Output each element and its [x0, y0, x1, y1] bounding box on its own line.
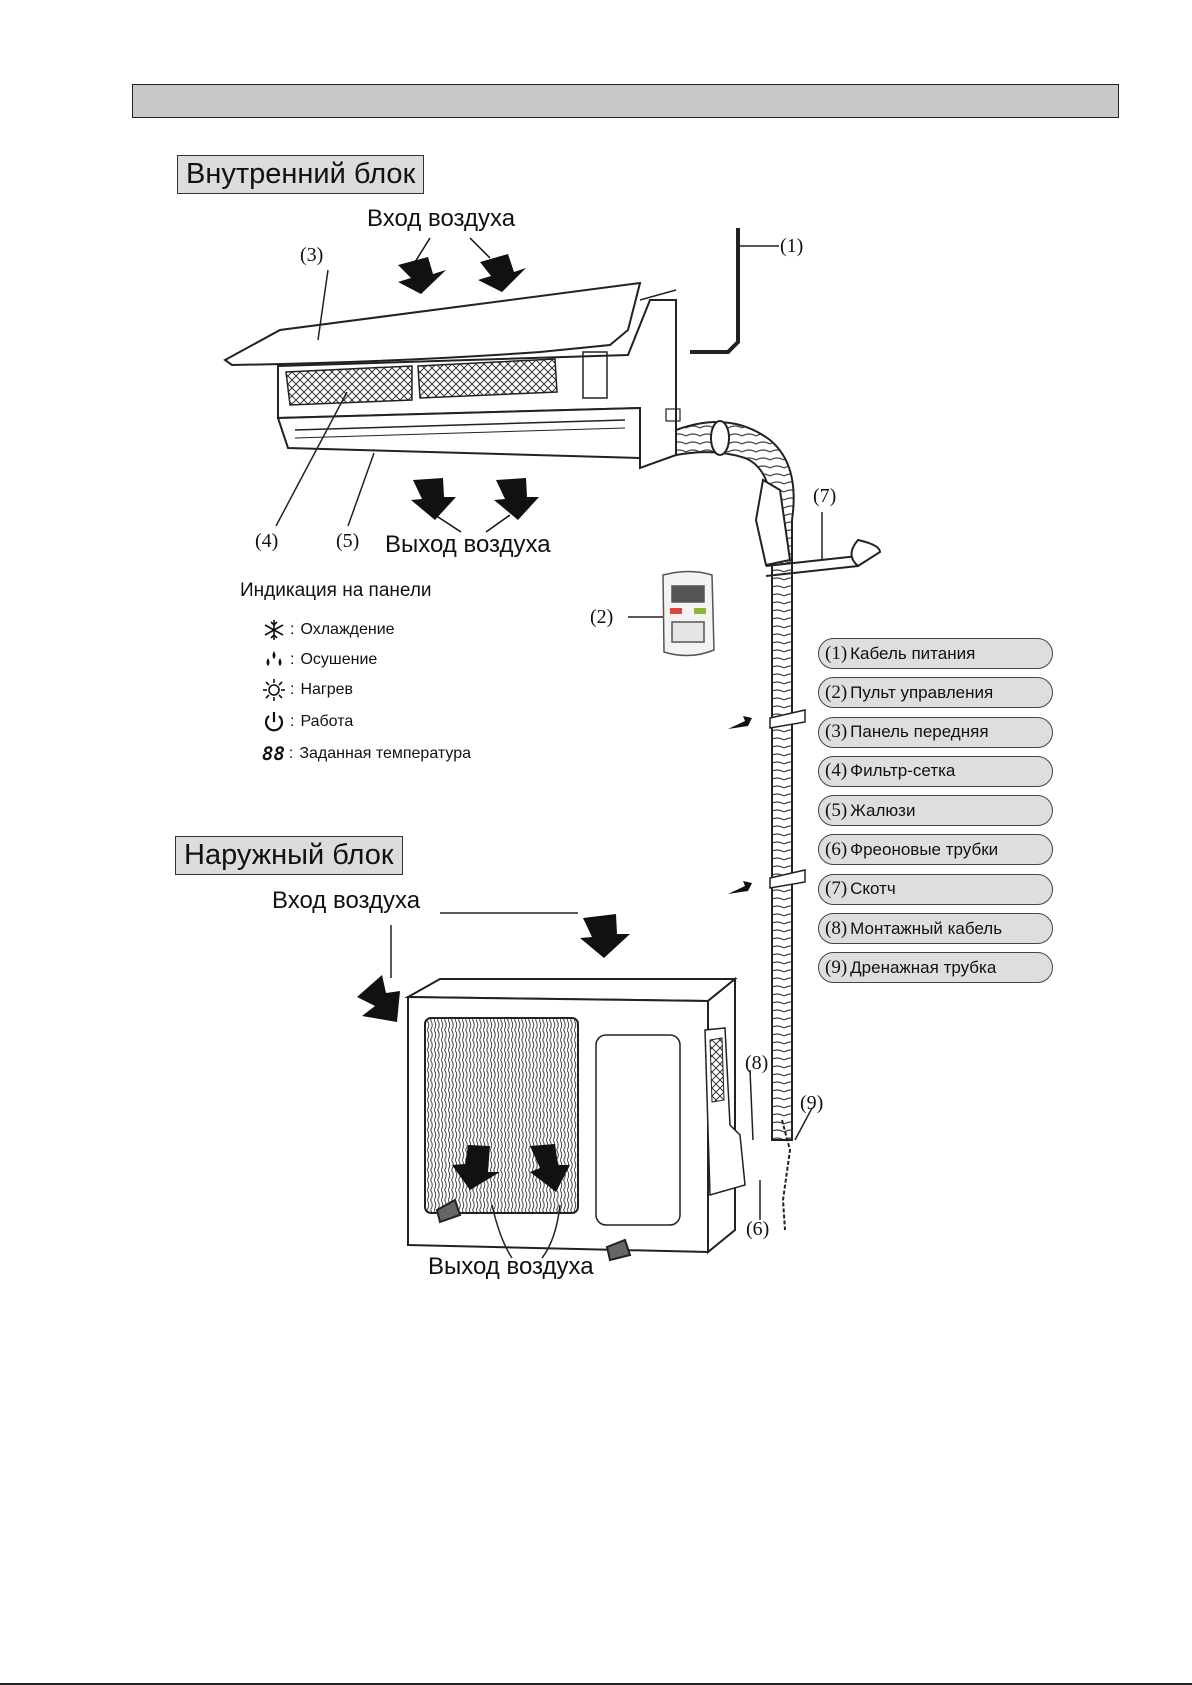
indicator-label-operation: Работа	[300, 713, 354, 730]
power-icon	[262, 710, 286, 734]
part-number: (4)	[825, 760, 848, 782]
indoor-air-in-label: Вход воздуха	[367, 205, 516, 232]
drops-icon	[262, 648, 286, 672]
indicator-row: : Охлаждение	[262, 617, 395, 643]
callout-8: (8)	[745, 1052, 769, 1074]
part-number: (7)	[825, 878, 848, 900]
part-number: (9)	[825, 956, 848, 978]
part-item: (4)Фильтр-сетка	[818, 755, 1053, 787]
indicator-row: 88 : Заданная температура	[262, 743, 471, 765]
header-bar	[132, 84, 1119, 118]
part-item: (1)Кабель питания	[818, 638, 1053, 669]
drain-pipe	[781, 1119, 792, 1231]
callout-4: (4)	[255, 530, 279, 552]
indoor-unit-title: Внутренний блок	[177, 155, 425, 194]
part-label: Скотч	[850, 879, 896, 899]
callout-5: (5)	[336, 530, 360, 552]
part-number: (3)	[825, 721, 848, 743]
part-item: (3)Панель передняя	[818, 716, 1053, 748]
part-number: (1)	[825, 642, 848, 664]
indoor-air-out-arrows	[411, 478, 539, 533]
part-number: (5)	[825, 799, 848, 821]
part-item: (5)Жалюзи	[818, 795, 1053, 827]
outdoor-air-in-arrows	[357, 914, 630, 1022]
callout-7: (7)	[813, 485, 837, 507]
sun-icon	[262, 678, 286, 702]
callout-9: (9)	[800, 1092, 824, 1114]
part-label: Кабель питания	[850, 643, 976, 663]
outdoor-unit-title: Наружный блок	[175, 836, 403, 875]
part-number: (8)	[825, 917, 848, 939]
indicator-label-heating: Нагрев	[300, 681, 354, 698]
pipe-clamps	[769, 709, 806, 889]
outdoor-air-in-label: Вход воздуха	[272, 887, 421, 914]
outdoor-air-out-arrows	[452, 1144, 570, 1192]
part-item: (2)Пульт управления	[818, 677, 1053, 709]
part-item: (9)Дренажная трубка	[818, 952, 1053, 984]
indicator-label-dry: Осушение	[300, 651, 378, 668]
page-bottom-rule	[0, 1683, 1192, 1685]
parts-list: (1)Кабель питания (2)Пульт управления (3…	[818, 638, 1053, 992]
indoor-unit-drawing	[223, 281, 681, 470]
callout-3: (3)	[300, 244, 324, 266]
outdoor-unit-drawing	[404, 976, 746, 1262]
wall-screws	[728, 716, 752, 894]
indicator-row: : Осушение	[262, 647, 377, 673]
outdoor-leader-lines	[390, 912, 813, 1220]
indoor-air-out-label: Выход воздуха	[385, 531, 551, 558]
part-label: Монтажный кабель	[850, 918, 1003, 938]
part-item: (6)Фреоновые трубки	[818, 834, 1053, 866]
part-label: Дренажная трубка	[850, 957, 997, 977]
callout-2: (2)	[590, 606, 614, 628]
part-item: (7)Скотч	[818, 873, 1053, 905]
indicator-row: : Работа	[262, 709, 353, 735]
part-label: Фреоновые трубки	[850, 839, 999, 859]
outdoor-air-out-label: Выход воздуха	[428, 1253, 594, 1280]
indicator-row: : Нагрев	[262, 677, 353, 703]
part-label: Жалюзи	[850, 800, 916, 820]
indicator-label-set-temperature: Заданная температура	[299, 745, 471, 762]
callout-6: (6)	[746, 1218, 770, 1240]
indoor-air-in-arrows	[398, 237, 526, 294]
power-cable	[690, 228, 740, 354]
part-item: (8)Монтажный кабель	[818, 913, 1053, 945]
part-number: (2)	[825, 681, 848, 703]
refrigerant-pipe	[675, 420, 882, 1141]
panel-indication-title: Индикация на панели	[240, 580, 432, 601]
remote-control	[662, 570, 715, 657]
part-label: Пульт управления	[850, 682, 994, 702]
indicator-label-cooling: Охлаждение	[300, 621, 395, 638]
part-number: (6)	[825, 838, 848, 860]
seven-segment-icon: 88	[262, 743, 285, 765]
snowflake-icon	[262, 618, 286, 642]
part-label: Фильтр-сетка	[850, 761, 956, 781]
part-label: Панель передняя	[850, 722, 989, 742]
callout-1: (1)	[780, 235, 804, 257]
